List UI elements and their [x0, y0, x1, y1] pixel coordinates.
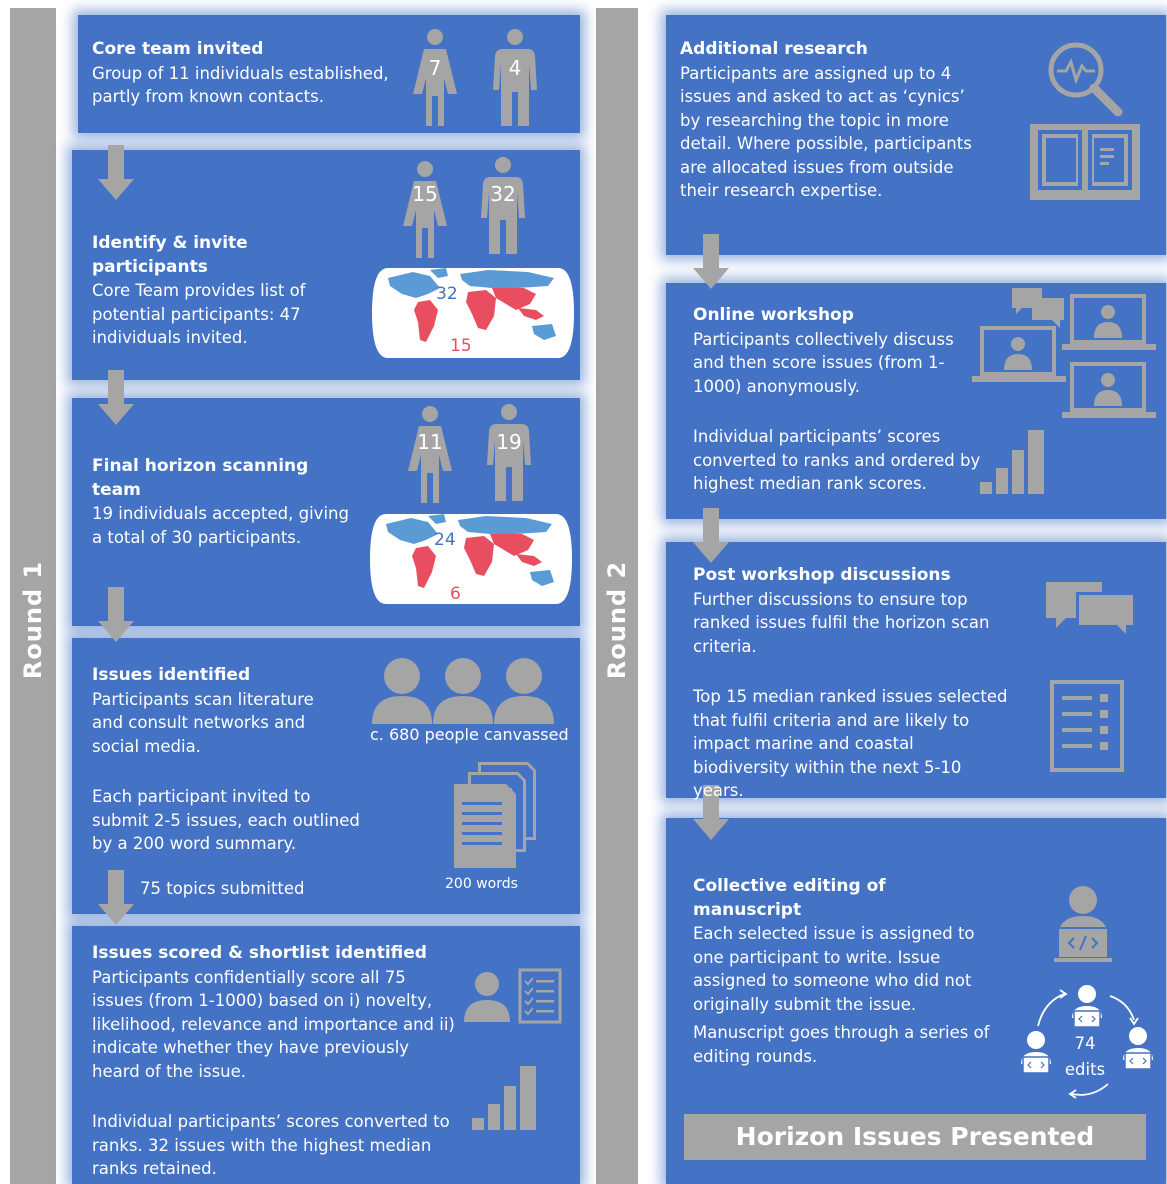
down-arrow	[98, 370, 134, 425]
laptop-video-icon	[1062, 294, 1156, 350]
down-arrow	[693, 234, 729, 289]
bar-chart-icon	[980, 430, 1044, 494]
step-title: Online workshop	[693, 305, 854, 325]
step-body: Core Team provides list of potential par…	[92, 281, 306, 347]
step-body: Each selected issue is assigned to one p…	[693, 924, 975, 1014]
step-title: Post workshop discussions	[693, 565, 951, 585]
step-collective-editing: Collective editing of manuscript Each se…	[693, 875, 993, 1016]
step-title: Identify & invite participants	[92, 233, 248, 277]
round-1-label: Round 1	[19, 560, 47, 680]
canvassed-label: c. 680 people canvassed	[370, 725, 569, 744]
chat-icon	[1046, 582, 1136, 640]
down-arrow	[693, 785, 729, 840]
words-label: 200 words	[445, 876, 518, 892]
male-count: 32	[490, 182, 516, 206]
down-arrow	[98, 145, 134, 200]
down-arrow	[98, 870, 134, 925]
group-people-icon	[372, 658, 554, 724]
step-core-team: Core team invited Group of 11 individual…	[92, 38, 392, 109]
topics-submitted-note: 75 topics submitted	[140, 879, 305, 898]
checklist-icon	[518, 968, 562, 1024]
list-document-icon	[1050, 680, 1124, 772]
step-final-team: Final horizon scanning team 19 individua…	[92, 455, 357, 549]
female-count: 15	[412, 182, 438, 206]
step-issues-scored-detail: Individual participants’ scores converte…	[92, 1112, 450, 1178]
step-title: Additional research	[680, 39, 868, 59]
round-1-bar: Round 1	[10, 8, 56, 1184]
female-count: 11	[417, 430, 443, 454]
panel-issues-scored	[72, 926, 580, 1184]
step-body: Participants confidentially score all 75…	[92, 967, 455, 1081]
male-count: 4	[508, 56, 522, 80]
step-identify-participants: Identify & invite participants Core Team…	[92, 232, 342, 350]
step-online-workshop: Online workshop Participants collectivel…	[693, 304, 983, 398]
laptop-video-icon	[1062, 362, 1156, 418]
step-title: Issues identified	[92, 665, 251, 685]
female-icon	[413, 29, 457, 126]
edits-count: 74	[1074, 1034, 1096, 1053]
down-arrow	[693, 508, 729, 563]
chat-icon	[1012, 288, 1064, 328]
world-map-icon	[370, 514, 572, 604]
coder-icon	[1054, 886, 1112, 962]
male-icon	[487, 404, 531, 501]
horizon-issues-banner: Horizon Issues Presented	[684, 1114, 1146, 1160]
step-body: 19 individuals accepted, giving a total …	[92, 504, 349, 547]
round-2-bar: Round 2	[596, 8, 638, 1184]
male-icon	[481, 157, 525, 254]
step-collective-editing-detail: Manuscript goes through a series of edit…	[693, 1023, 990, 1066]
female-count: 7	[428, 56, 442, 80]
editing-cycle-icon	[1021, 985, 1153, 1099]
search-analysis-icon	[1048, 42, 1123, 116]
step-post-workshop-detail: Top 15 median ranked issues selected tha…	[693, 687, 1008, 800]
step-issues-identified-detail: Each participant invited to submit 2-5 i…	[92, 787, 360, 853]
bar-chart-icon	[472, 1066, 536, 1130]
map-north-count: 32	[436, 284, 458, 304]
female-icon	[403, 161, 447, 258]
edits-label: edits	[1064, 1060, 1106, 1079]
step-body: Participants are assigned up to 4 issues…	[680, 63, 972, 201]
map-south-count: 6	[450, 584, 461, 604]
step-body: Participants scan literature and consult…	[92, 689, 314, 756]
map-north-count: 24	[434, 530, 456, 550]
open-book-icon	[1030, 124, 1140, 200]
female-icon	[408, 406, 452, 503]
person-icon	[464, 972, 510, 1022]
step-online-workshop-detail: Individual participants’ scores converte…	[693, 427, 981, 493]
step-title: Collective editing of manuscript	[693, 876, 886, 920]
step-title: Core team invited	[92, 39, 264, 59]
down-arrow	[98, 587, 134, 642]
step-issues-scored: Issues scored & shortlist identified Par…	[92, 942, 457, 1083]
step-post-workshop: Post workshop discussions Further discus…	[693, 564, 993, 658]
male-icon	[493, 29, 537, 126]
male-count: 19	[496, 430, 522, 454]
document-stack-icon	[454, 762, 536, 868]
step-title: Issues scored & shortlist identified	[92, 943, 427, 963]
step-additional-research: Additional research Participants are ass…	[680, 38, 990, 203]
step-issues-identified: Issues identified Participants scan lite…	[92, 664, 317, 758]
step-body: Further discussions to ensure top ranked…	[693, 589, 990, 656]
step-body: Group of 11 individuals established, par…	[92, 63, 389, 107]
step-body: Participants collectively discuss and th…	[693, 329, 954, 396]
step-title: Final horizon scanning team	[92, 456, 309, 500]
round-2-label: Round 2	[603, 560, 631, 680]
map-south-count: 15	[450, 336, 472, 356]
world-map-icon	[372, 268, 574, 358]
laptop-video-icon	[972, 326, 1066, 382]
